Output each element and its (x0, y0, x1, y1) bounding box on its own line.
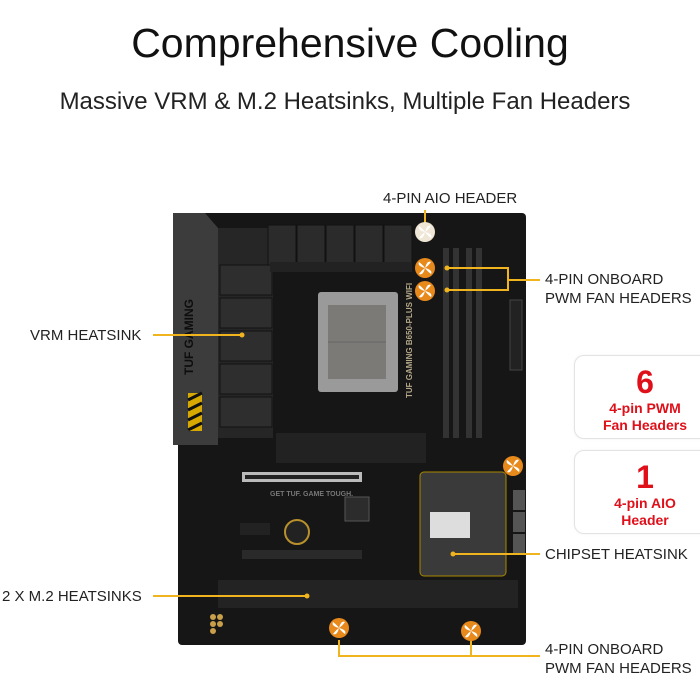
fan-header-icon (503, 456, 523, 476)
fan-header-icon (461, 621, 481, 641)
slogan-text: GET TUF. GAME TOUGH. (270, 491, 353, 498)
stat-card-pwm: 6 4-pin PWM Fan Headers (574, 355, 700, 439)
fan-header-icon (415, 258, 435, 278)
fan-header-icon (415, 222, 435, 242)
label-onboard-fan-bottom: 4-PIN ONBOARD PWM FAN HEADERS (545, 640, 692, 678)
stat-label: Header (621, 512, 669, 528)
stat-value: 6 (636, 364, 654, 400)
stat-card-aio: 1 4-pin AIO Header (574, 450, 700, 534)
fan-header-icon (329, 618, 349, 638)
brand-text: TUF GAMING (182, 299, 196, 375)
stat-label: 4-pin AIO (614, 495, 676, 511)
label-line: 4-PIN ONBOARD (545, 641, 664, 658)
vrm-heatsink-top (267, 224, 413, 266)
stat-label: Fan Headers (602, 417, 688, 433)
label-aio-header: 4-PIN AIO HEADER (383, 190, 518, 207)
label-chipset-heatsink: CHIPSET HEATSINK (545, 546, 688, 563)
dimm-slots (443, 248, 482, 438)
vrm-shroud (173, 213, 218, 445)
fan-icons (329, 222, 523, 641)
label-vrm-heatsink: VRM HEATSINK (30, 327, 142, 344)
motherboard: TUF GAMING TUF GAMING B650-PLUS WIFI GET… (173, 213, 526, 645)
page-subtitle: Massive VRM & M.2 Heatsinks, Multiple Fa… (59, 88, 631, 115)
label-line: PWM FAN HEADERS (545, 290, 692, 307)
label-line: PWM FAN HEADERS (545, 660, 692, 677)
label-onboard-fan-top: 4-PIN ONBOARD PWM FAN HEADERS (545, 270, 692, 308)
callout-lines (153, 210, 540, 657)
fan-header-icon (415, 281, 435, 301)
pcie-slot-2 (242, 550, 362, 559)
model-text: TUF GAMING B650-PLUS WIFI (405, 283, 414, 398)
stat-value: 1 (636, 459, 654, 495)
m2-heatsink-top (276, 433, 426, 463)
stat-label: 4-pin PWM (609, 400, 681, 416)
page-title: Comprehensive Cooling (131, 20, 569, 66)
label-line: 4-PIN ONBOARD (545, 271, 664, 288)
m2-heatsink-bottom (218, 580, 518, 608)
label-m2-heatsinks: 2 X M.2 HEATSINKS (2, 588, 142, 605)
